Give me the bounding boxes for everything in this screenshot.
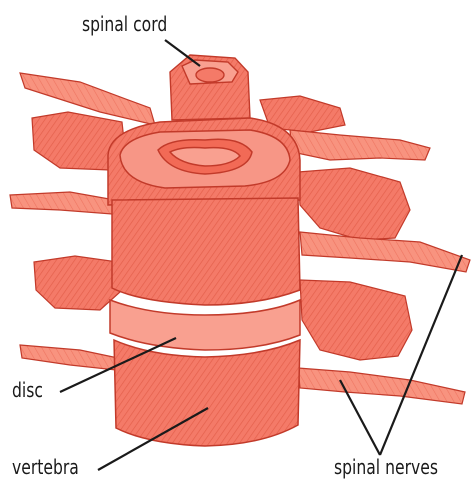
upper-vertebra: [108, 118, 300, 205]
upper-vertebral-body: [112, 198, 300, 305]
spinal-nerves-label: spinal nerves: [334, 457, 438, 477]
intervertebral-disc: [110, 300, 300, 350]
lower-vertebral-body: [114, 340, 300, 446]
spinal-cord-label: spinal cord: [82, 14, 167, 34]
spinal-cord-segment: [170, 55, 250, 120]
disc-label: disc: [12, 380, 43, 400]
vertebra-label: vertebra: [12, 457, 79, 477]
